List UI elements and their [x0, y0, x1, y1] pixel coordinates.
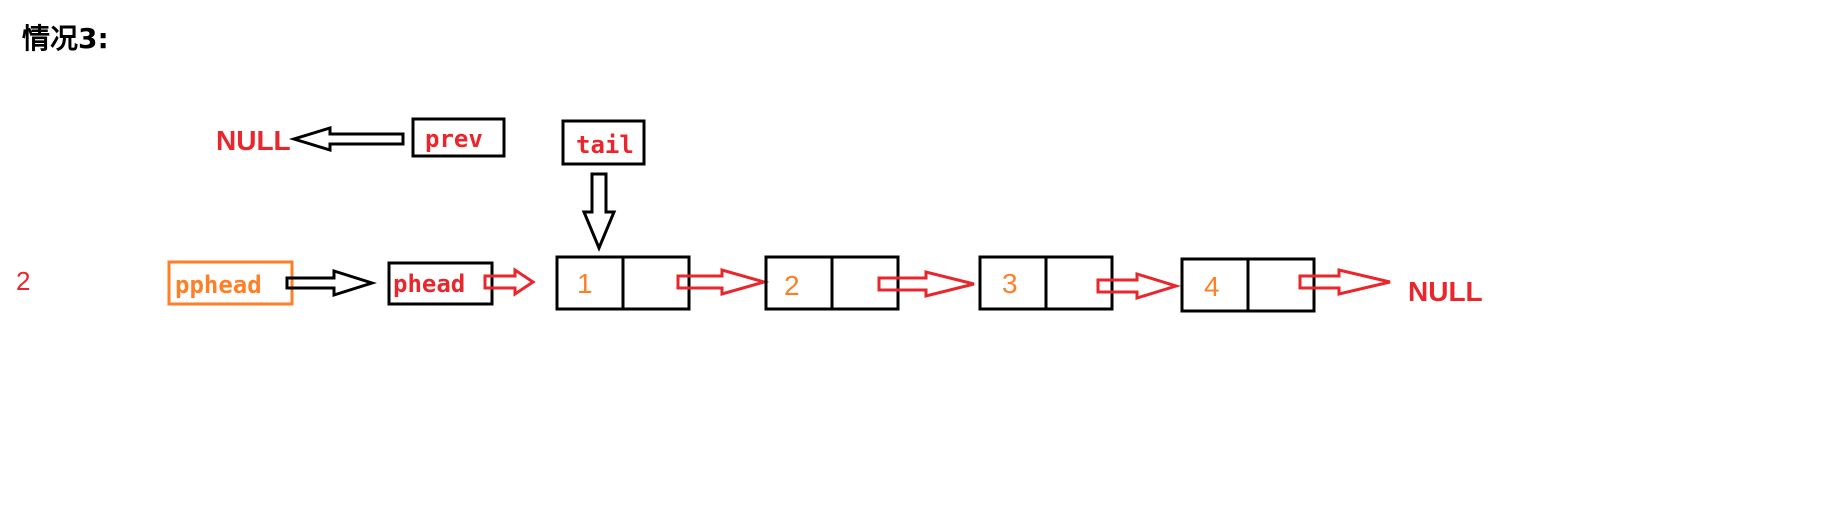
- node1-to-node2-arrow: [676, 268, 770, 296]
- node-2-value: 2: [784, 270, 800, 301]
- node-3-value: 3: [1002, 268, 1018, 299]
- node-1: 1: [555, 255, 691, 311]
- prev-box: prev: [411, 117, 506, 158]
- tail-box: tail: [561, 119, 646, 166]
- phead-label: phead: [393, 270, 465, 298]
- node-2: 2: [764, 255, 900, 311]
- node-4-value: 4: [1204, 271, 1220, 302]
- node4-to-null-arrow: [1298, 268, 1391, 296]
- node-1-value: 1: [577, 268, 593, 299]
- prev-to-null-arrow: [288, 125, 405, 153]
- tail-to-node1-arrow: [581, 172, 617, 252]
- tail-label: tail: [576, 131, 634, 159]
- node-3: 3: [978, 255, 1114, 311]
- pphead-to-phead-arrow: [285, 268, 377, 298]
- node-4: 4: [1180, 257, 1316, 313]
- phead-box: phead: [387, 261, 494, 306]
- node2-to-node3-arrow: [877, 270, 975, 298]
- pphead-label: pphead: [175, 271, 262, 299]
- null-right-label: NULL: [1408, 276, 1483, 307]
- diagram-title: 情况3:: [22, 22, 109, 55]
- null-left-label: NULL: [216, 125, 291, 156]
- phead-to-node1-arrow: [483, 267, 536, 297]
- side-number: 2: [16, 266, 30, 296]
- prev-label: prev: [425, 125, 483, 153]
- node3-to-node4-arrow: [1096, 271, 1182, 301]
- pphead-box: pphead: [167, 260, 294, 306]
